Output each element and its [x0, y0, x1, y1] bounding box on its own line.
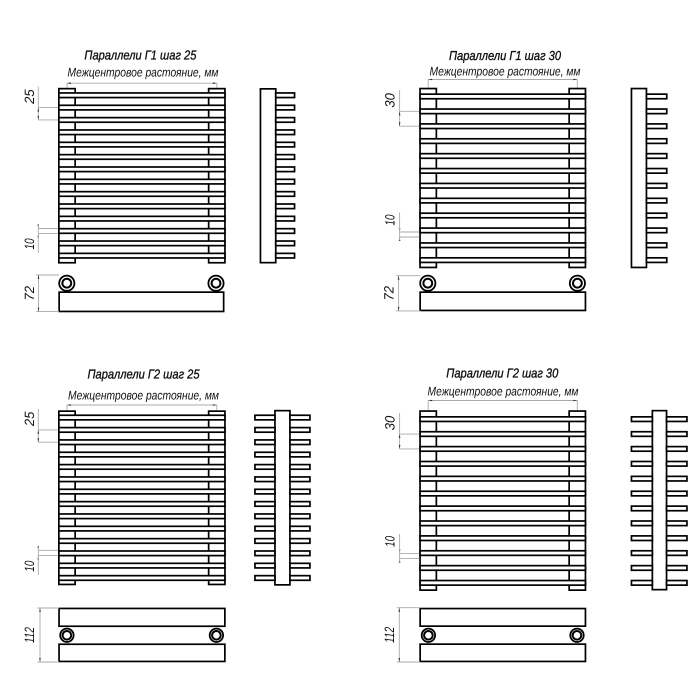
- svg-text:10: 10: [383, 536, 398, 547]
- svg-text:30: 30: [382, 93, 397, 108]
- svg-text:Параллели Г2 шаг 30: Параллели Г2 шаг 30: [446, 366, 559, 381]
- svg-text:10: 10: [22, 238, 37, 249]
- svg-text:112: 112: [382, 626, 397, 642]
- svg-text:Межцентровое растояние, мм: Межцентровое растояние, мм: [428, 385, 579, 399]
- svg-text:72: 72: [22, 286, 37, 301]
- svg-text:10: 10: [22, 560, 37, 571]
- svg-text:30: 30: [383, 415, 398, 430]
- svg-text:25: 25: [22, 89, 37, 105]
- svg-text:Межцентровое растояние, мм: Межцентровое растояние, мм: [68, 66, 219, 80]
- svg-text:Межцентровое растояние, мм: Межцентровое растояние, мм: [430, 65, 581, 79]
- svg-text:10: 10: [382, 214, 397, 225]
- svg-text:Параллели Г2 шаг 25: Параллели Г2 шаг 25: [88, 366, 201, 381]
- svg-text:Параллели Г1 шаг 25: Параллели Г1 шаг 25: [84, 47, 197, 62]
- svg-text:25: 25: [22, 411, 37, 427]
- svg-text:112: 112: [22, 627, 37, 643]
- svg-text:Параллели Г1 шаг 30: Параллели Г1 шаг 30: [449, 48, 562, 63]
- svg-text:72: 72: [382, 286, 397, 301]
- svg-text:Межцентровое растояние, мм: Межцентровое растояние, мм: [68, 389, 219, 403]
